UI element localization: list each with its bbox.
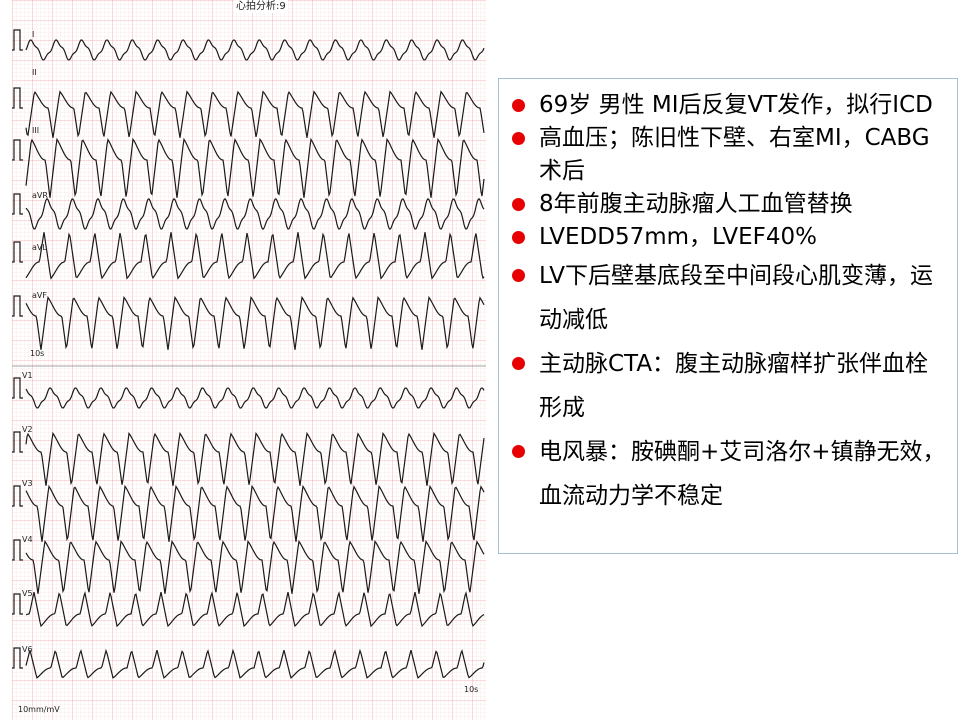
calibration-pulse [12, 29, 23, 51]
calibration-pulse [12, 485, 23, 507]
ecg-trace-ii [25, 90, 485, 138]
speed-label-top: 10s [30, 349, 44, 358]
bullet-dot-icon [512, 198, 525, 211]
case-info-text: 主动脉CTA：腹主动脉瘤样扩张伴血栓形成 [539, 351, 929, 421]
ecg-trace-i [25, 39, 485, 61]
ecg-trace-v1 [25, 387, 485, 409]
speed-label-bottom: 10s [464, 685, 478, 694]
ecg-trace-v4 [25, 539, 485, 594]
case-info-item: 8年前腹主动脉瘤人工血管替换 [511, 188, 949, 221]
lead-label-avl: aVL [32, 243, 47, 252]
ecg-grid [12, 0, 486, 720]
calibration-pulse [12, 295, 23, 317]
case-info-item: LVEDD57mm，LVEF40% [511, 221, 949, 254]
calibration-pulse [12, 647, 23, 669]
ecg-title: 心拍分析:9 [234, 0, 288, 13]
gain-label: 10mm/mV [18, 705, 60, 714]
bullet-dot-icon [512, 99, 525, 112]
calibration-pulse [12, 193, 23, 215]
case-info-item: 电风暴：胺碘酮+艾司洛尔+镇静无效，血流动力学不稳定 [511, 430, 949, 518]
calibration-pulse [12, 539, 23, 561]
bullet-dot-icon [512, 132, 525, 145]
bullet-dot-icon [512, 445, 525, 458]
case-info-item: 高血压；陈旧性下壁、右室MI，CABG术后 [511, 122, 949, 188]
lead-label-v4: V4 [22, 535, 33, 544]
lead-label-v1: V1 [22, 371, 33, 380]
calibration-pulse [12, 241, 23, 263]
lead-label-iii: III [32, 126, 39, 135]
calibration-pulse [12, 377, 23, 399]
calibration-pulse [12, 139, 23, 161]
calibration-pulse [12, 87, 23, 109]
bullet-dot-icon [512, 269, 525, 282]
bullet-dot-icon [512, 231, 525, 244]
lead-label-ii: II [32, 68, 37, 77]
ecg-trace-v2 [25, 431, 485, 486]
case-info-item: LV下后壁基底段至中间段心肌变薄，运动减低 [511, 254, 949, 342]
ecg-trace-v6 [25, 648, 485, 679]
case-info-text: 69岁 男性 MI后反复VT发作，拟行ICD [539, 92, 933, 118]
case-info-text: LVEDD57mm，LVEF40% [539, 224, 817, 250]
bullet-dot-icon [512, 357, 525, 370]
lead-label-avr: aVR [32, 191, 48, 200]
ecg-trace-avr [25, 197, 485, 231]
case-info-item: 主动脉CTA：腹主动脉瘤样扩张伴血栓形成 [511, 342, 949, 430]
calibration-pulse [12, 593, 23, 615]
case-info-text: 电风暴：胺碘酮+艾司洛尔+镇静无效，血流动力学不稳定 [539, 439, 946, 509]
lead-label-v3: V3 [22, 479, 33, 488]
case-info-item: 69岁 男性 MI后反复VT发作，拟行ICD [511, 89, 949, 122]
case-info-text: 8年前腹主动脉瘤人工血管替换 [539, 191, 853, 217]
ecg-trace-iii [25, 137, 485, 198]
ecg-trace-v3 [25, 484, 485, 542]
lead-label-v2: V2 [22, 425, 33, 434]
lead-label-v5: V5 [22, 589, 33, 598]
calibration-pulse [12, 431, 23, 453]
lead-label-v6: V6 [22, 645, 33, 654]
case-info-list: 69岁 男性 MI后反复VT发作，拟行ICD 高血压；陈旧性下壁、右室MI，CAB… [511, 89, 949, 518]
lead-label-i: I [32, 30, 34, 39]
case-info-text: LV下后壁基底段至中间段心肌变薄，运动减低 [539, 263, 934, 333]
ecg-trace-avl [25, 232, 485, 280]
lead-label-avf: aVF [32, 291, 47, 300]
ecg-trace-v5 [25, 590, 485, 628]
case-info-text: 高血压；陈旧性下壁、右室MI，CABG术后 [539, 125, 930, 184]
case-info-box: 69岁 男性 MI后反复VT发作，拟行ICD 高血压；陈旧性下壁、右室MI，CAB… [498, 78, 958, 554]
ecg-trace-avf [25, 295, 485, 350]
